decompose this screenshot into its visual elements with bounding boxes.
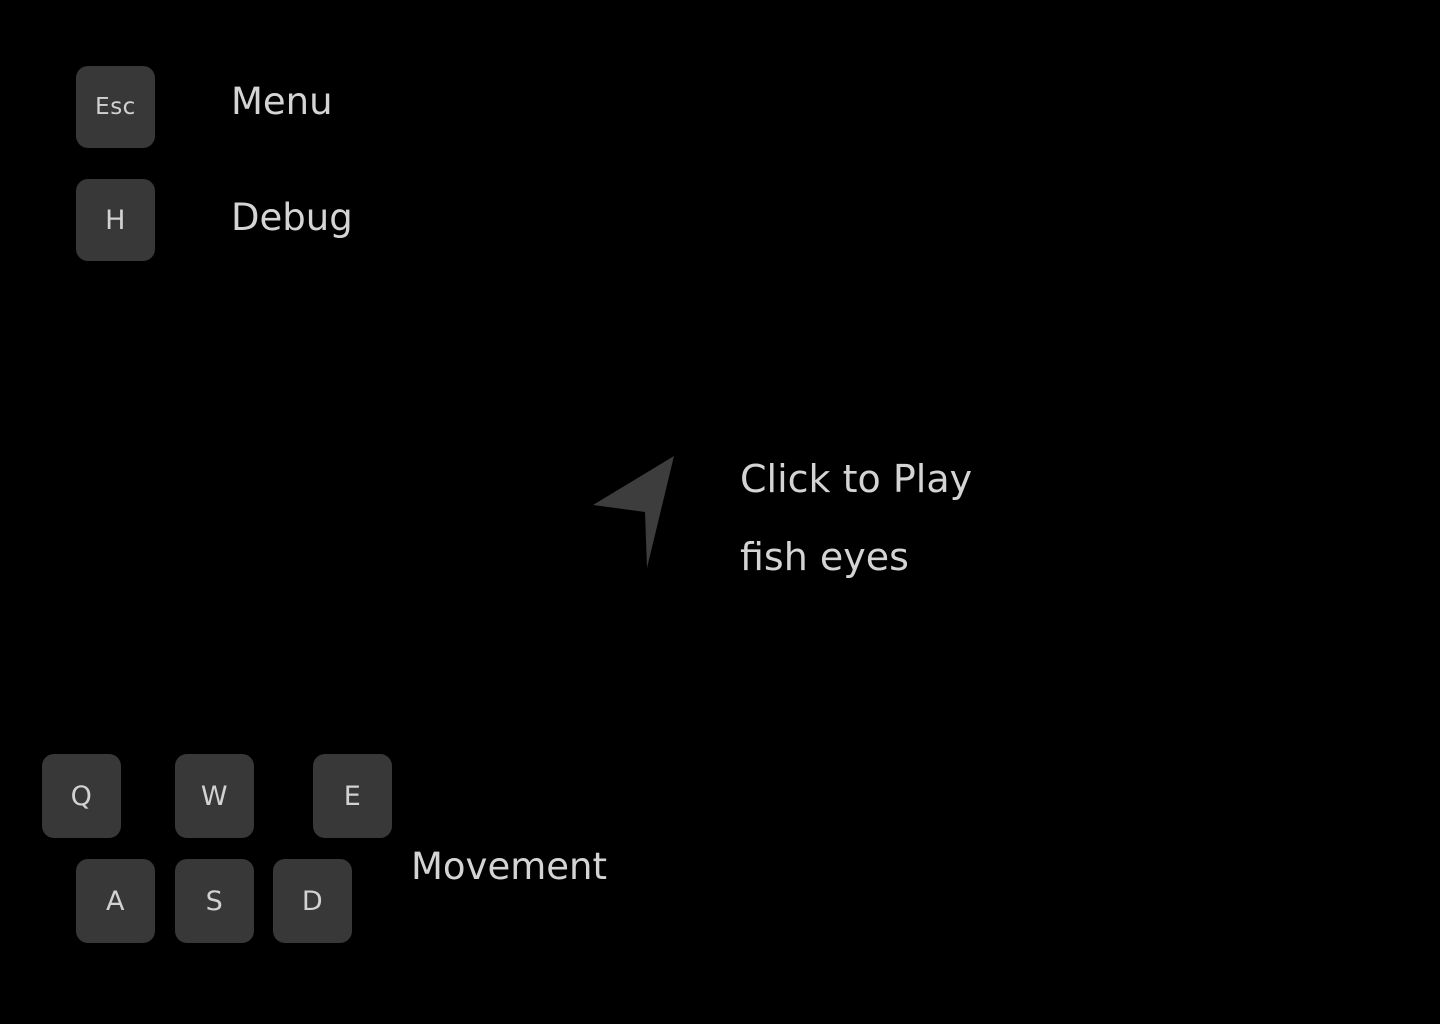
movement-label: Movement: [411, 845, 607, 888]
binding-label-debug: Debug: [231, 196, 353, 239]
key-q[interactable]: Q: [42, 754, 121, 838]
key-s[interactable]: S: [175, 859, 254, 943]
key-w[interactable]: W: [175, 754, 254, 838]
key-e[interactable]: E: [313, 754, 392, 838]
play-prompt-line-1: Click to Play: [740, 457, 973, 501]
play-prompt-line-2: fish eyes: [740, 535, 909, 579]
key-d[interactable]: D: [273, 859, 352, 943]
click-to-play-prompt[interactable]: Click to Play fish eyes: [588, 440, 1048, 590]
play-prompt-text: Click to Play fish eyes: [740, 440, 1050, 596]
key-esc[interactable]: Esc: [76, 66, 155, 148]
key-a[interactable]: A: [76, 859, 155, 943]
cursor-arrow-icon: [593, 456, 674, 568]
binding-label-menu: Menu: [231, 80, 333, 123]
key-h[interactable]: H: [76, 179, 155, 261]
